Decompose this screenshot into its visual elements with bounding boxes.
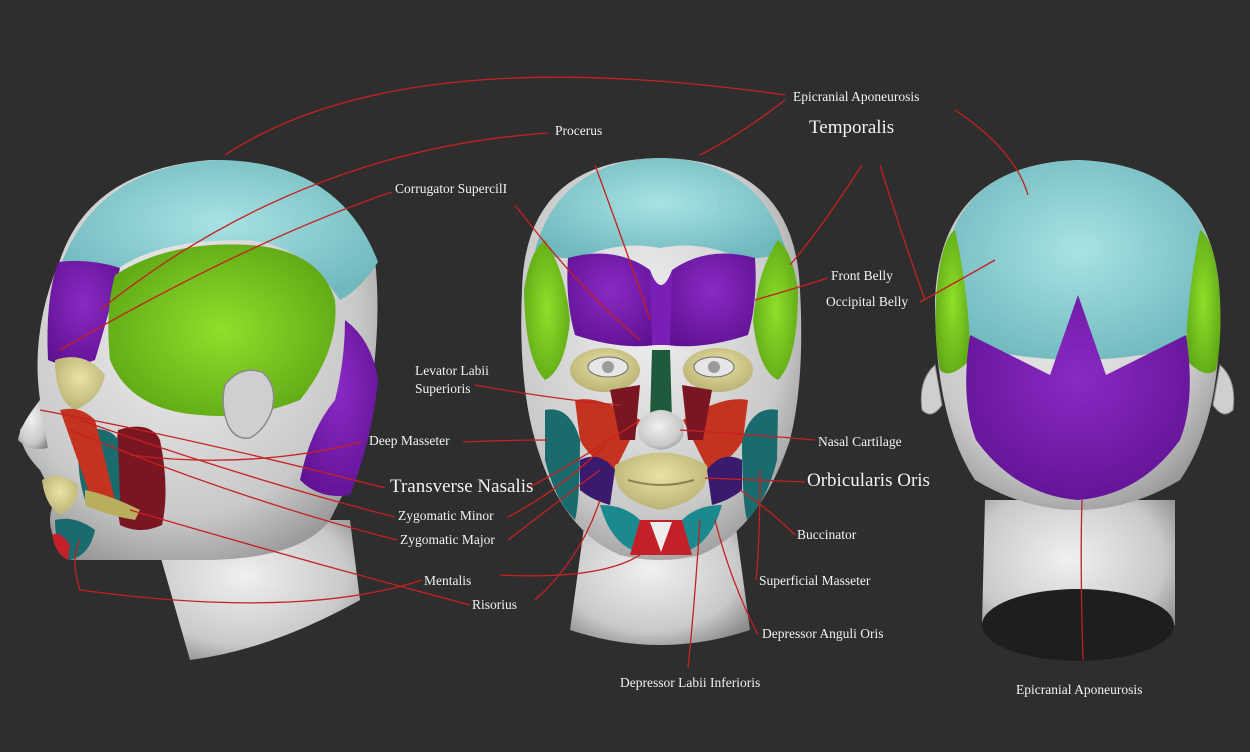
leader-zygomatic-minor-side xyxy=(79,419,396,518)
leader-zygomatic-major-front xyxy=(507,469,601,541)
leader-lines xyxy=(39,76,1084,669)
leader-procerus-front xyxy=(594,164,651,321)
back-ear-left xyxy=(920,364,943,415)
leader-zygomatic-major-side xyxy=(69,429,398,541)
side-occipital-belly xyxy=(300,320,378,496)
side-risorius xyxy=(85,490,140,520)
leader-epicranial-front xyxy=(699,99,786,156)
leader-transverse-nasalis-side xyxy=(39,409,386,489)
back-view-head xyxy=(920,160,1235,661)
side-chin-red xyxy=(52,533,70,560)
label-epicranial-aponeurosis-bottom: Epicranial Aponeurosis xyxy=(1016,682,1143,697)
leader-zygomatic-minor-front xyxy=(507,444,606,518)
front-temporalis-left xyxy=(524,240,570,380)
label-procerus: Procerus xyxy=(555,123,603,138)
label-zygomatic-major: Zygomatic Major xyxy=(400,532,495,547)
leader-superficial-masseter xyxy=(755,469,761,581)
front-frontal-belly-left xyxy=(567,253,655,347)
leader-corrugator-side xyxy=(59,191,393,351)
label-epicranial-aponeurosis-top: Epicranial Aponeurosis xyxy=(793,89,920,104)
front-levator-right xyxy=(682,385,712,440)
side-nose xyxy=(18,400,48,449)
label-temporalis: Temporalis xyxy=(809,117,895,138)
back-temporalis-right xyxy=(1186,230,1221,374)
label-nasal-cartilage: Nasal Cartilage xyxy=(818,434,902,449)
leader-buccinator xyxy=(739,489,796,536)
label-levator-labii-line1: Levator Labii xyxy=(415,363,489,378)
leader-front-belly xyxy=(754,277,829,301)
label-buccinator: Buccinator xyxy=(797,527,857,542)
leader-nasal-cartilage xyxy=(679,429,816,441)
label-depressor-labii-inferioris: Depressor Labii Inferioris xyxy=(620,675,761,690)
front-procerus xyxy=(650,270,672,345)
front-buccinator-left xyxy=(580,456,615,505)
label-depressor-anguli-oris: Depressor Anguli Oris xyxy=(762,626,884,641)
leader-depressor-labii xyxy=(687,519,701,669)
label-mentalis: Mentalis xyxy=(424,573,472,588)
label-superficial-masseter: Superficial Masseter xyxy=(759,573,871,588)
front-frontal-belly-right xyxy=(667,253,756,347)
leader-deep-masseter-front xyxy=(462,439,549,443)
leader-corrugator-front xyxy=(514,204,641,341)
label-orbicularis-oris: Orbicularis Oris xyxy=(807,470,930,491)
leader-temporalis-2 xyxy=(879,164,926,301)
front-masseter-right xyxy=(742,409,778,520)
front-depressor-right xyxy=(682,505,722,550)
leader-epicranial-right xyxy=(954,109,1029,196)
leader-transverse-nasalis-front xyxy=(527,419,641,489)
leader-orbicularis xyxy=(704,477,806,483)
front-epicranial-cap xyxy=(535,158,786,259)
front-depressor-left xyxy=(600,505,640,550)
leader-levator xyxy=(474,384,621,406)
leader-occipital-belly xyxy=(919,259,996,303)
label-transverse-nasalis: Transverse Nasalis xyxy=(390,476,534,497)
label-occipital-belly: Occipital Belly xyxy=(826,294,909,309)
front-mentalis-center xyxy=(650,522,672,552)
side-view-head xyxy=(18,160,378,660)
leader-temporalis-1 xyxy=(789,164,863,266)
front-lip-line xyxy=(627,479,695,486)
side-epicranial-cap xyxy=(62,160,378,300)
leader-depressor-anguli xyxy=(714,519,759,636)
label-front-belly: Front Belly xyxy=(831,268,893,283)
leader-epicranial-bottom xyxy=(1080,499,1084,661)
leader-procerus-side xyxy=(99,132,549,311)
side-temporalis xyxy=(108,244,336,416)
front-nose xyxy=(638,410,684,450)
label-corrugator-supercilii: Corrugator SupercilI xyxy=(395,181,508,196)
front-temporalis-right xyxy=(753,240,798,380)
back-ear-right xyxy=(1212,364,1235,415)
side-ear xyxy=(222,369,275,439)
leader-deep-masseter-side xyxy=(129,441,363,461)
leader-risorius-side xyxy=(129,509,471,606)
label-risorius: Risorius xyxy=(472,597,518,612)
front-levator-left xyxy=(610,385,640,440)
side-lips xyxy=(42,476,79,515)
front-buccinator-right xyxy=(707,456,742,505)
front-nasal-bridge xyxy=(650,350,672,420)
back-temporalis-left xyxy=(935,230,970,374)
leader-risorius-front xyxy=(534,499,601,601)
leader-mentalis-side xyxy=(74,539,423,604)
leader-mentalis-front xyxy=(499,554,641,577)
label-deep-masseter: Deep Masseter xyxy=(369,433,450,448)
leader-epicranial-top xyxy=(224,76,786,156)
front-iris-right xyxy=(708,361,720,373)
front-iris-left xyxy=(602,361,614,373)
back-occipital-belly xyxy=(966,295,1190,500)
label-zygomatic-minor: Zygomatic Minor xyxy=(398,508,494,523)
front-view-head xyxy=(521,158,802,645)
side-eye-region xyxy=(55,357,105,410)
label-levator-labii-line2: Superioris xyxy=(415,381,471,396)
front-orbicularis-oris xyxy=(614,452,708,510)
back-neck-cut xyxy=(982,589,1174,661)
side-frontal-belly xyxy=(47,260,120,365)
back-epicranial-cap xyxy=(945,160,1212,360)
